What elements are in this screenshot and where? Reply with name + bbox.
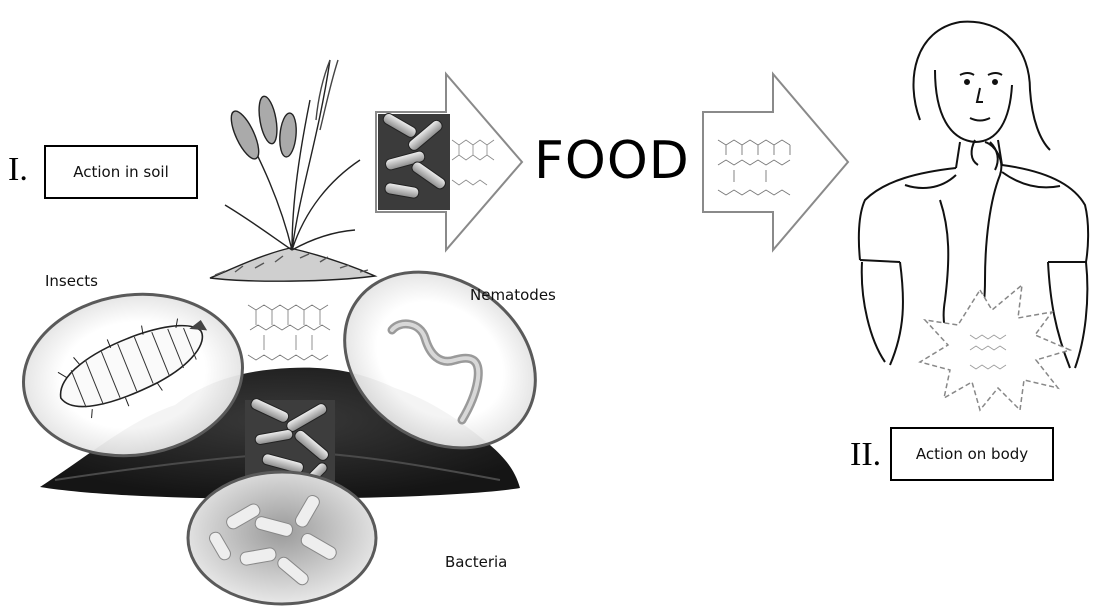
step2-numeral: II.	[850, 436, 881, 474]
peptide-molecule-icon	[242, 296, 334, 362]
action-in-soil-box: Action in soil	[44, 145, 198, 199]
action-on-body-box: Action on body	[890, 427, 1054, 481]
step1-numeral: I.	[8, 151, 28, 189]
arrow-right-2-icon	[703, 74, 848, 250]
bacteria-ellipse	[188, 472, 376, 604]
insects-label: Insects	[45, 272, 98, 290]
nematodes-label: Nematodes	[470, 286, 556, 304]
wheat-plant-icon	[210, 60, 375, 281]
action-on-body-label: Action on body	[916, 445, 1028, 463]
action-in-soil-label: Action in soil	[73, 163, 169, 181]
food-label: FOOD	[534, 131, 690, 191]
arrow-right-icon	[376, 74, 522, 250]
bacteria-label: Bacteria	[445, 553, 507, 571]
burst-star-icon	[920, 285, 1070, 410]
